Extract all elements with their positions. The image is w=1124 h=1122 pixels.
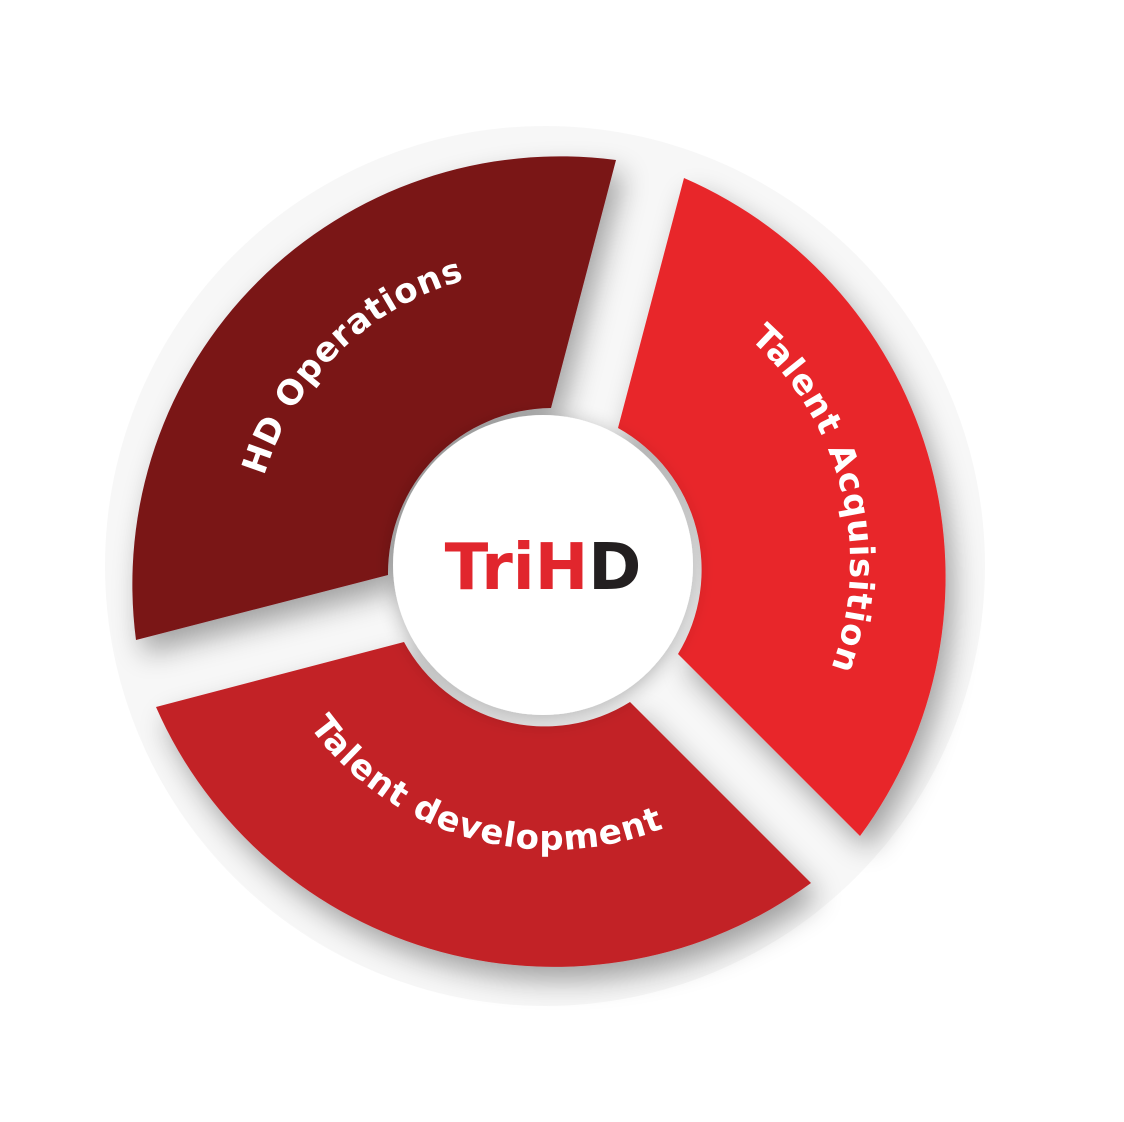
segment-talent-development bbox=[156, 642, 811, 967]
logo-d: D bbox=[588, 531, 641, 605]
trihd-logo: TriHD bbox=[445, 531, 642, 605]
segment-hd-operations bbox=[132, 156, 616, 640]
center-hub bbox=[393, 415, 693, 715]
logo-tri: Tri bbox=[445, 531, 535, 605]
segment-talent-acquisition bbox=[618, 178, 946, 836]
logo-h: H bbox=[535, 531, 589, 605]
